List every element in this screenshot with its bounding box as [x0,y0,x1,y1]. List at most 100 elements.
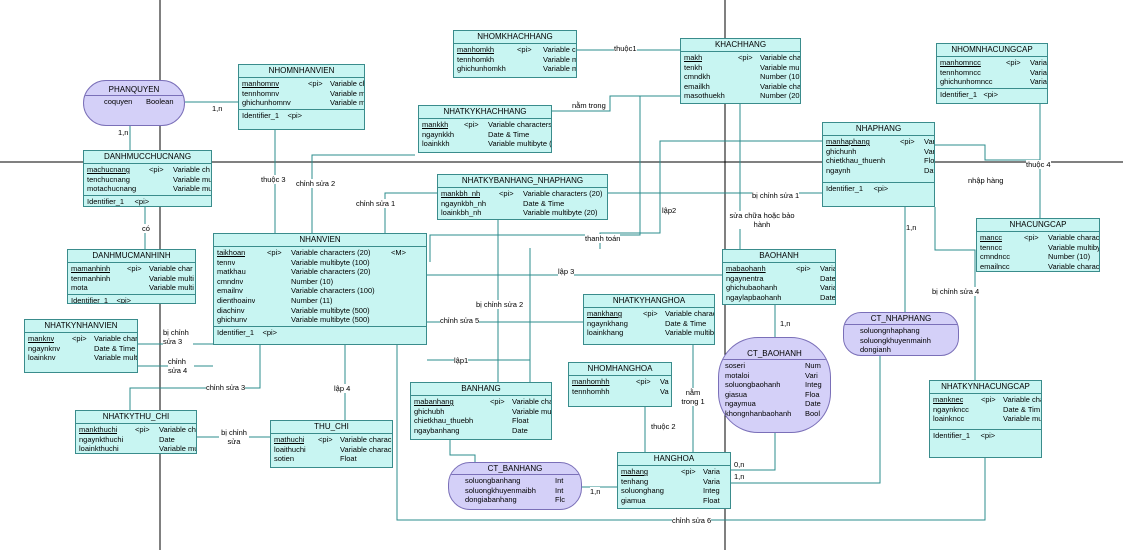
attribute-row: manknv<pi>Variable chara [28,334,138,343]
label-chinh-sua-4: chỉnh sửa 4 [168,357,194,375]
entity-title: NHATKYBANHANG_NHAPHANG [438,175,607,188]
identifier-row: Identifier_1 <pi> [84,194,211,206]
entity-title: NHATKYTHU_CHI [76,411,196,424]
entity-nhomnhanvien[interactable]: NHOMNHANVIEN manhomnv<pi>Variable ch ten… [238,64,365,130]
attribute-row: mamanhinh<pi>Variable char [71,264,193,273]
entity-danhmucmanhinh[interactable]: DANHMUCMANHINH mamanhinh<pi>Variable cha… [67,249,196,304]
label-bi-chinh-sua-1: bị chỉnh sửa 1 [752,191,800,200]
identifier-row: Identifier_1 <pi> [937,87,1047,101]
entity-nhatkyhanghoa[interactable]: NHATKYHANGHOA mankhang<pi>Variable chara… [583,294,715,345]
attribute-row: manhaphang<pi>Var [826,137,935,146]
identifier-row: Identifier_1 <pi> [930,428,1041,442]
label-bi-chinh-sua: bị chỉnh sửa [219,428,249,446]
entity-title: HANGHOA [618,453,730,466]
entity-title: NHACUNGCAP [977,219,1099,232]
label-chinh-sua-6: chỉnh sửa 6 [672,516,712,525]
relation-attribute: soluongkhuyenmainh [860,335,931,345]
relation-ct-nhaphang[interactable]: CT_NHAPHANG soluongnhaphang soluongkhuye… [843,312,959,356]
label-1n-ctnhap: 1,n [906,223,917,232]
entity-nhomnhacungcap[interactable]: NHOMNHACUNGCAP manhomncc<pi>Variable ten… [936,43,1048,104]
label-thuoc-2: thuộc 2 [651,422,676,431]
entity-title: NHOMHANGHOA [569,363,671,376]
entity-nhacungcap[interactable]: NHACUNGCAP mancc<pi>Variable charact ten… [976,218,1100,272]
attribute-row: mankkh<pi>Variable characters [422,120,552,129]
attribute-row: manhomnv<pi>Variable ch [242,79,365,88]
label-sua-chua-bao-hanh: sửa chữa hoặc bảo hành [726,211,798,229]
entity-nhatkynhacungcap[interactable]: NHATKYNHACUNGCAP manknec<pi>Variable cha… [929,380,1042,458]
entity-nhatkybanhang-nhaphang[interactable]: NHATKYBANHANG_NHAPHANG mankbh_nh<pi>Vari… [437,174,608,220]
entity-khachhang[interactable]: KHACHHANG makh<pi>Variable chara tenkhVa… [680,38,801,104]
entity-nhomkhachhang[interactable]: NHOMKHACHHANG manhomkh<pi>Variable cha t… [453,30,577,78]
attribute-row: mankthuchi<pi>Variable ch [79,425,196,434]
attribute-row: manknec<pi>Variable cha [933,395,1042,404]
attribute-row: manhomncc<pi>Variable [940,58,1047,67]
entity-title: DANHMUCCHUCNANG [84,151,211,164]
entity-danhmucchucnang[interactable]: DANHMUCCHUCNANG machucnang<pi>Variable c… [83,150,212,207]
entity-title: DANHMUCMANHINH [68,250,195,263]
entity-title: NHAPHANG [823,123,934,136]
entity-thu-chi[interactable]: THU_CHI mathuchi<pi>Variable charac loai… [270,420,393,468]
relation-title: CT_BAOHANH [719,348,830,360]
attribute-row: manhomhh<pi>Va [572,377,669,386]
relation-title: CT_BANHANG [449,463,581,475]
entity-nhaphang[interactable]: NHAPHANG manhaphang<pi>Var ghichunhVari … [822,122,935,207]
entity-title: NHATKYNHANVIEN [25,320,137,333]
entity-nhanvien[interactable]: NHANVIEN taikhoan<pi>Variable characters… [213,233,427,345]
label-nam-trong-1: nằm trong 1 [678,388,708,406]
attribute-row: ghichunhomnccVariable [940,77,1047,87]
label-chinh-sua-2: chỉnh sửa 2 [296,179,336,188]
entity-title: THU_CHI [271,421,392,434]
attribute-row: mancc<pi>Variable charact [980,233,1100,242]
attribute-row: makh<pi>Variable chara [684,53,801,62]
attribute-row: machucnang<pi>Variable ch [87,165,210,174]
label-thuoc1: thuộc1 [614,44,637,53]
label-lap1: lập1 [454,356,469,365]
label-chinh-sua-1: chỉnh sửa 1 [356,199,396,208]
attribute-row: mankhang<pi>Variable charac [587,309,715,318]
entity-nhatkythu-chi[interactable]: NHATKYTHU_CHI mankthuchi<pi>Variable ch … [75,410,197,454]
identifier-row: Identifier_1 <pi> [823,182,934,195]
entity-nhatkykhachhang[interactable]: NHATKYKHACHHANG mankkh<pi>Variable chara… [418,105,552,153]
entity-title: KHACHHANG [681,39,800,52]
label-1n-chucnang: 1,n [118,128,129,137]
entity-nhatkynhanvien[interactable]: NHATKYNHANVIEN manknv<pi>Variable chara … [24,319,138,373]
entity-baohanh[interactable]: BAOHANH mabaohanh<pi>Varial ngaynentraDa… [722,249,836,305]
label-1n-hanghoa: 1,n [734,472,745,481]
label-chinh-sua-5: chỉnh sửa 5 [440,316,480,325]
entity-banhang[interactable]: BANHANG mabanhang<pi>Variable chara ghic… [410,382,552,440]
